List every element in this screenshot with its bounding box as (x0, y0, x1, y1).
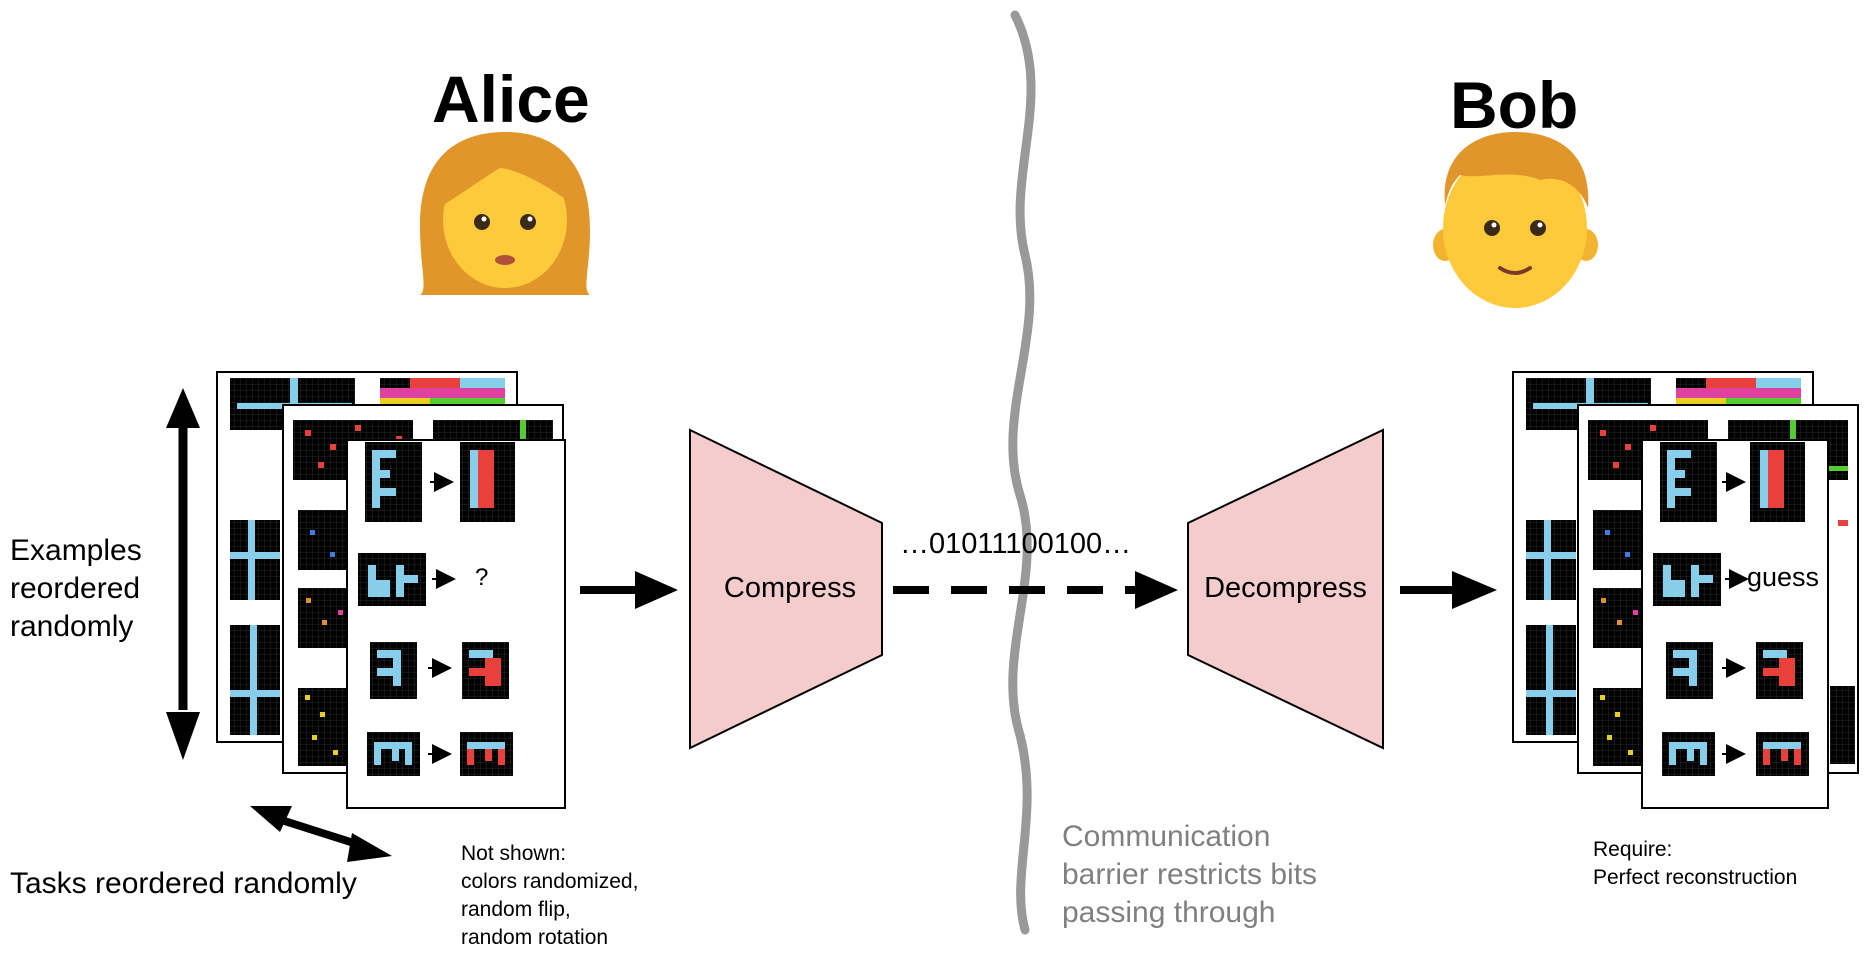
decompress-decoder-shape (1187, 428, 1384, 750)
note-line: random flip, (461, 898, 571, 921)
front-task-card (346, 439, 566, 809)
front-task-card (1641, 439, 1829, 809)
bitstream-text: …01011100100… (900, 528, 1132, 560)
barrier-caption: Communication barrier restricts bits pas… (1062, 818, 1317, 932)
compress-label: Compress (723, 572, 857, 604)
compress-encoder-shape (689, 428, 883, 750)
bob-emoji-icon (1433, 132, 1598, 308)
caption-line: Communication (1062, 820, 1271, 853)
label-line: reordered (10, 572, 141, 605)
note-line: colors randomized, (461, 870, 639, 893)
input-to-compress-arrow (580, 571, 678, 609)
examples-reordered-label: Examples reordered randomly (10, 532, 142, 646)
bob-card-stack (1512, 371, 1859, 809)
question-mark: ? (475, 564, 489, 591)
caption-line: barrier restricts bits (1062, 858, 1318, 891)
bob-name: Bob (1450, 68, 1579, 142)
label-line: Examples (10, 534, 142, 567)
note-line: Require: (1593, 838, 1673, 861)
require-note: Require: Perfect reconstruction (1593, 836, 1797, 892)
alice-name: Alice (432, 62, 590, 136)
caption-line: passing through (1062, 896, 1276, 929)
tasks-reordered-arrow (250, 806, 392, 862)
note-line: random rotation (461, 926, 609, 949)
examples-reordered-arrow (166, 388, 200, 760)
alice-emoji-icon (420, 132, 590, 295)
not-shown-note: Not shown: colors randomized, random fli… (461, 840, 638, 952)
decompress-to-output-arrow (1400, 571, 1497, 609)
guess-label: guess (1747, 562, 1820, 592)
tasks-reordered-label: Tasks reordered randomly (10, 867, 357, 900)
note-line: Not shown: (461, 842, 567, 865)
bitstream-arrow (893, 571, 1178, 609)
note-line: Perfect reconstruction (1593, 866, 1798, 889)
communication-barrier-line (1008, 10, 1036, 935)
label-line: randomly (10, 610, 134, 643)
decompress-label: Decompress (1204, 572, 1367, 604)
alice-card-stack (216, 371, 566, 809)
